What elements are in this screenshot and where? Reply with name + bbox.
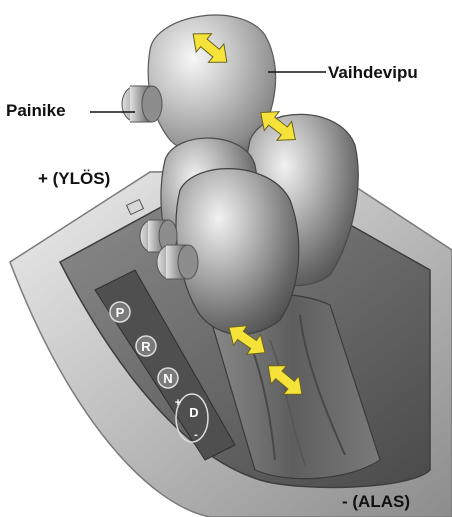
gate-indicator-p: P	[110, 302, 130, 322]
gate-minus-sign: -	[194, 429, 198, 441]
label-downshift: - (ALAS)	[342, 493, 410, 510]
gate-letter-p: P	[116, 305, 125, 320]
label-upshift: + (YLÖS)	[38, 170, 110, 187]
release-button-front	[157, 245, 198, 279]
gate-plus-sign: +	[175, 397, 181, 409]
gate-indicator-n: N	[158, 368, 178, 388]
label-shift-lever: Vaihdevipu	[328, 64, 418, 81]
label-button: Painike	[6, 102, 66, 119]
gate-indicator-r: R	[136, 336, 156, 356]
gate-letter-d: D	[189, 405, 198, 420]
gate-letter-n: N	[163, 371, 172, 386]
release-button-rear	[122, 86, 162, 122]
gate-letter-r: R	[141, 339, 151, 354]
